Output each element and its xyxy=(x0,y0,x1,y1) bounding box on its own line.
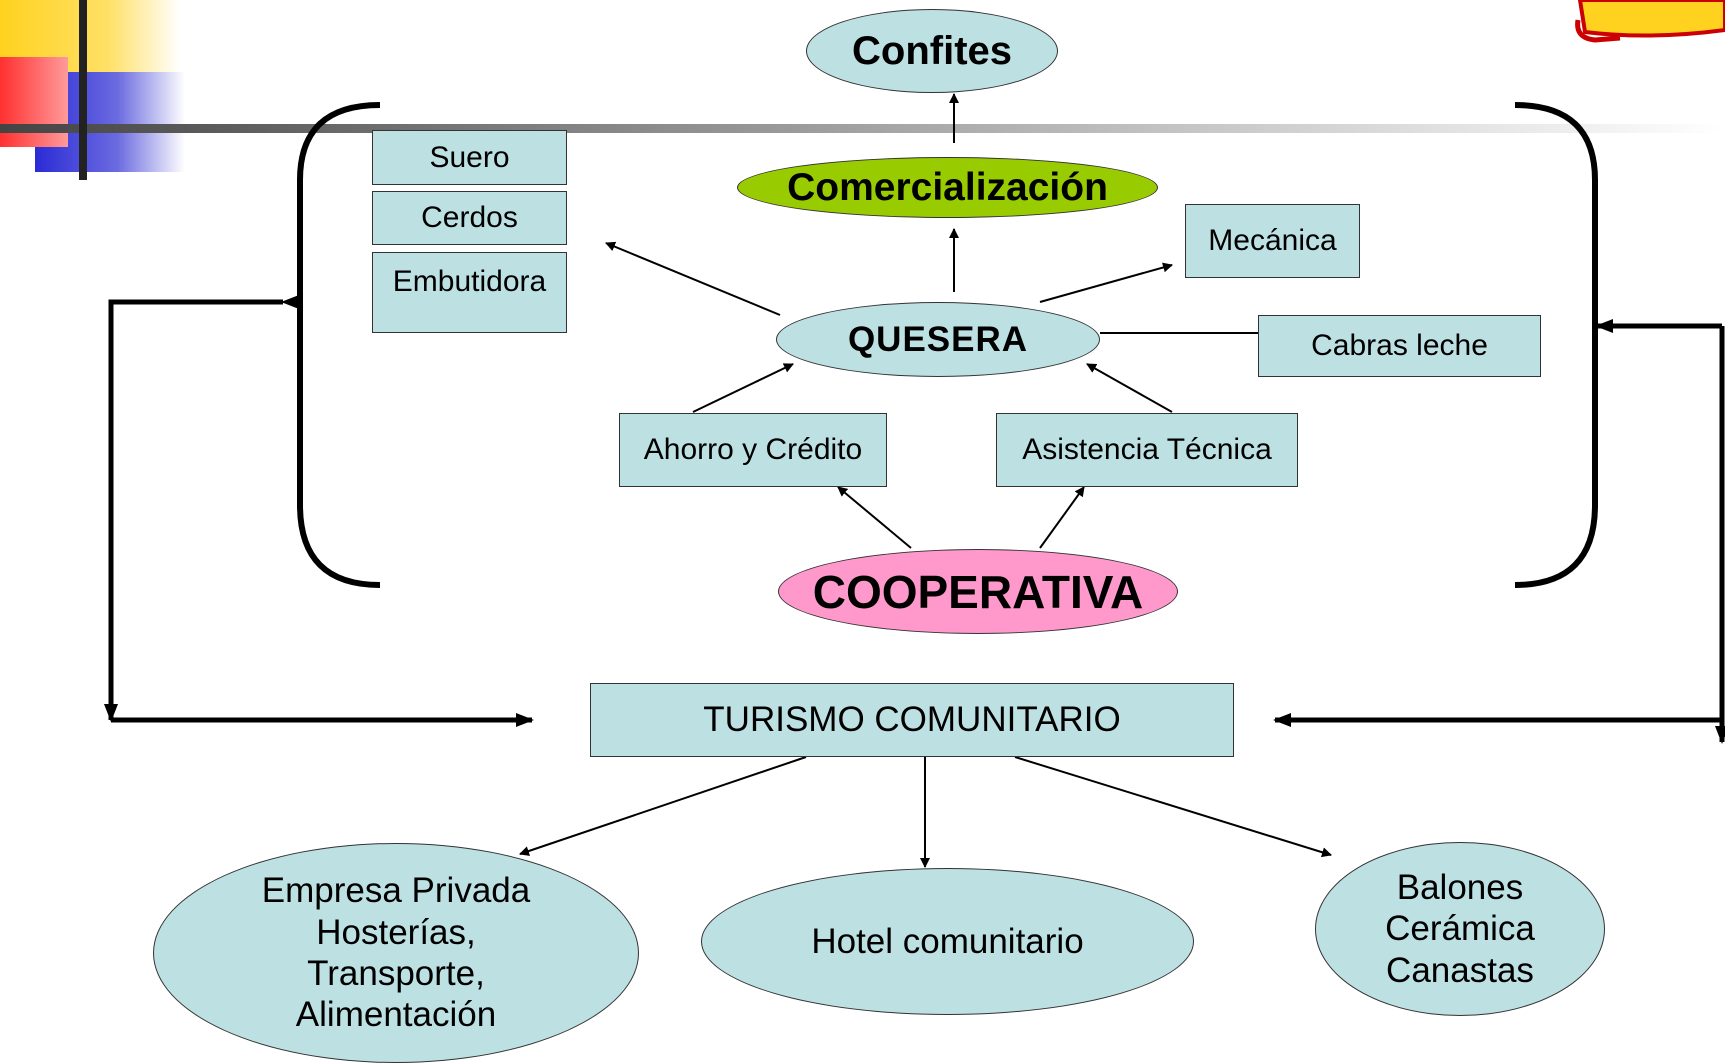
turismo-comunitario-label: TURISMO COMUNITARIO xyxy=(703,700,1121,739)
logo-fragment xyxy=(1575,0,1725,43)
edge-turismo-empresa xyxy=(519,756,807,856)
corner-decoration xyxy=(0,0,1725,180)
quesera-node: QUESERA xyxy=(776,302,1100,377)
cerdos-box: Cerdos xyxy=(372,191,567,245)
asistencia-tecnica-label: Asistencia Técnica xyxy=(1022,433,1272,466)
hotel-comunitario-label: Hotel comunitario xyxy=(811,921,1084,961)
bracket-connector-right xyxy=(1273,319,1725,744)
edge-cooperativa-asistencia xyxy=(1039,486,1085,549)
mecanica-box: Mecánica xyxy=(1185,204,1360,278)
right-bracket xyxy=(1514,102,1598,588)
empresa-privada-label: Empresa Privada Hosterías, Transporte, A… xyxy=(261,871,531,1035)
asistencia-tecnica-box: Asistencia Técnica xyxy=(996,413,1298,487)
edge-asistencia-quesera xyxy=(1086,363,1173,413)
cooperativa-node: COOPERATIVA xyxy=(778,549,1178,634)
left-bracket xyxy=(297,102,381,588)
hotel-comunitario-node: Hotel comunitario xyxy=(701,868,1194,1015)
cerdos-label: Cerdos xyxy=(421,201,518,234)
bracket-connector-left xyxy=(104,295,534,727)
suero-label: Suero xyxy=(429,140,510,174)
cooperativa-label: COOPERATIVA xyxy=(812,565,1144,618)
edge-quesera-suero xyxy=(605,241,781,316)
ahorro-credito-box: Ahorro y Crédito xyxy=(619,413,887,487)
edges xyxy=(519,93,1332,868)
artesanias-node: Balones Cerámica Canastas xyxy=(1315,842,1605,1016)
cabras-leche-label: Cabras leche xyxy=(1311,329,1488,362)
mecanica-label: Mecánica xyxy=(1208,224,1337,257)
comercializacion-label: Comercialización xyxy=(787,165,1108,209)
confites-node: Confites xyxy=(806,9,1058,93)
artesanias-label: Balones Cerámica Canastas xyxy=(1385,868,1535,990)
ahorro-credito-label: Ahorro y Crédito xyxy=(643,433,863,466)
edge-ahorro-quesera xyxy=(692,363,794,413)
empresa-privada-node: Empresa Privada Hosterías, Transporte, A… xyxy=(153,843,639,1063)
comercializacion-node: Comercialización xyxy=(737,157,1158,218)
confites-label: Confites xyxy=(852,28,1012,73)
embutidora-box: Embutidora xyxy=(372,252,567,333)
edge-cooperativa-ahorro xyxy=(837,486,912,549)
embutidora-label: Embutidora xyxy=(392,265,547,298)
cabras-leche-box: Cabras leche xyxy=(1258,315,1541,377)
quesera-label: QUESERA xyxy=(847,319,1029,359)
suero-box: Suero xyxy=(372,130,567,185)
edge-quesera-mecanica xyxy=(1039,262,1173,303)
turismo-comunitario-box: TURISMO COMUNITARIO xyxy=(590,683,1234,757)
edge-turismo-artesanias xyxy=(1014,756,1332,858)
